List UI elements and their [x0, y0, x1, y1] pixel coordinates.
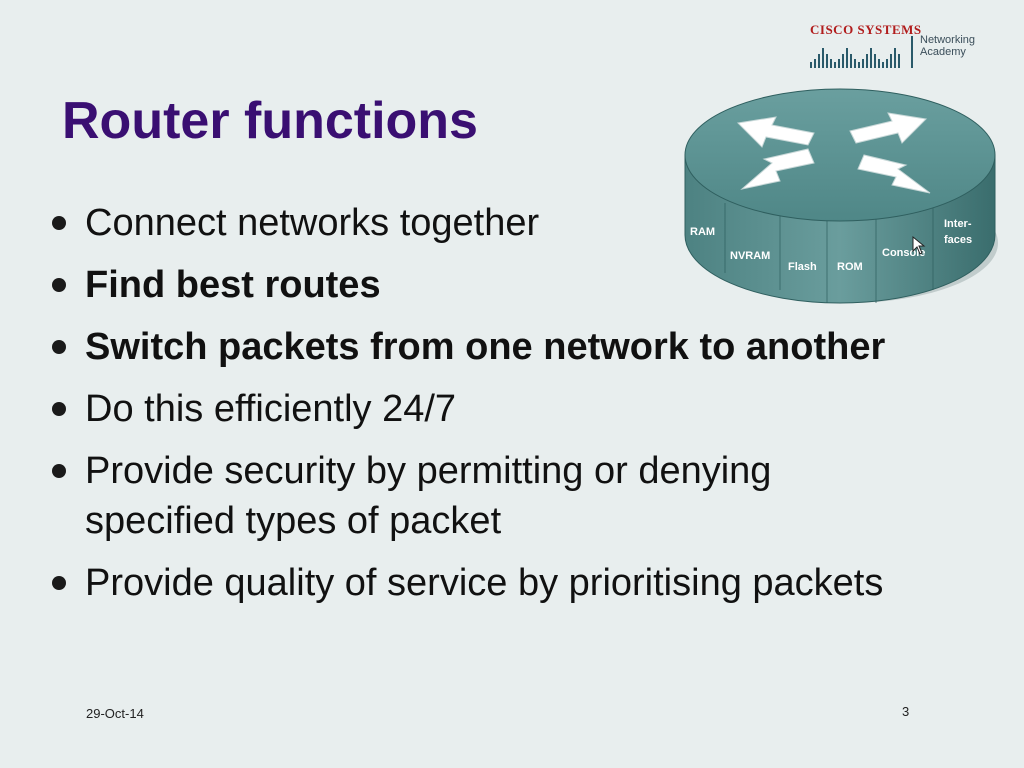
- routing-arrows-icon: [736, 112, 931, 194]
- cisco-brand-text: CISCO SYSTEMS: [810, 22, 922, 37]
- mouse-pointer-icon: [912, 235, 926, 255]
- logo-divider: [911, 36, 913, 68]
- bullet-item: Provide security by permitting or denyin…: [48, 446, 885, 546]
- bullet-dot-icon: [52, 278, 66, 292]
- cisco-networking-academy-logo: CISCO SYSTEMS Networking Academy: [810, 20, 990, 70]
- footer-date: 29-Oct-14: [86, 706, 144, 721]
- interfaces-label-1: Inter-: [944, 218, 972, 230]
- bullet-dot-icon: [52, 402, 66, 416]
- networking-academy-text: Networking Academy: [920, 34, 976, 58]
- bullet-dot-icon: [52, 464, 66, 478]
- bullet-item: Switch packets from one network to anoth…: [48, 322, 1018, 372]
- bullet-item: Find best routes: [48, 260, 1018, 310]
- slide-title: Router functions: [62, 92, 478, 150]
- cisco-bars-icon: [810, 48, 900, 68]
- nvram-label: NVRAM: [730, 250, 770, 262]
- flash-label: Flash: [788, 261, 817, 273]
- ram-label: RAM: [690, 226, 715, 238]
- interfaces-label-2: faces: [944, 234, 972, 246]
- page-number: 3: [902, 704, 910, 719]
- bullet-item: Provide quality of service by prioritisi…: [48, 558, 1018, 608]
- bullet-item: Connect networks together: [48, 198, 1018, 248]
- bullet-dot-icon: [52, 576, 66, 590]
- bullet-dot-icon: [52, 340, 66, 354]
- bullet-item: Do this efficiently 24/7: [48, 384, 1018, 434]
- rom-label: ROM: [837, 261, 863, 273]
- router-diagram: RAM NVRAM Flash ROM Console Inter- faces: [684, 88, 998, 304]
- bullet-list: Connect networks together Find best rout…: [48, 198, 1018, 620]
- bullet-dot-icon: [52, 216, 66, 230]
